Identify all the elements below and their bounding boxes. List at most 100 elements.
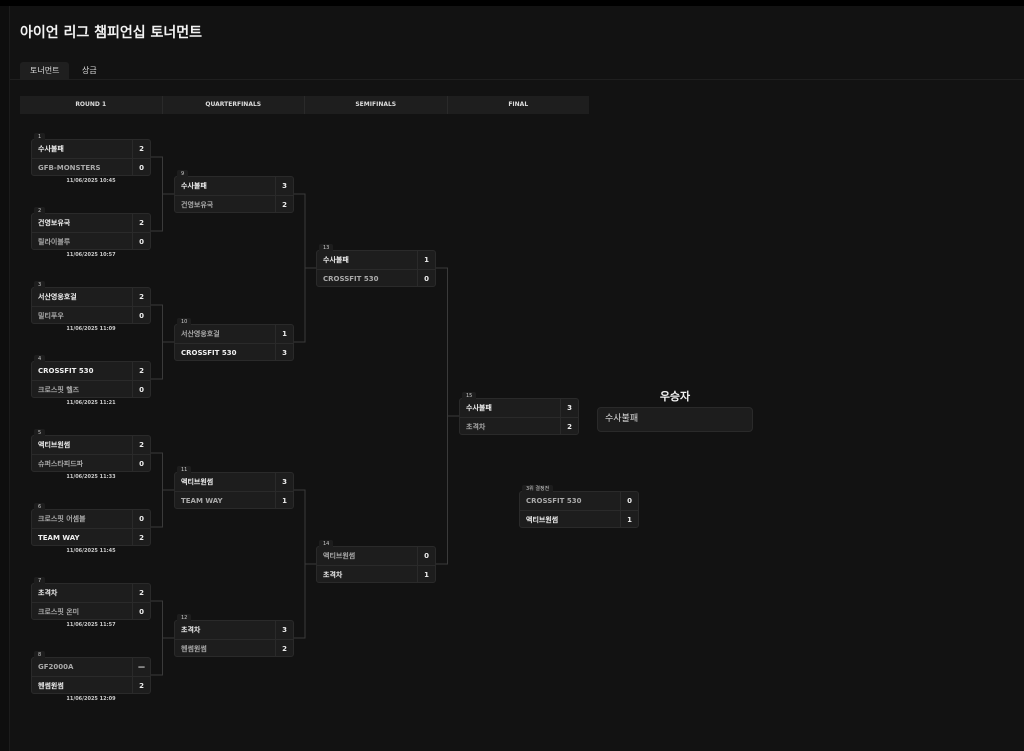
team-score: 0 <box>132 307 150 324</box>
match-date: 11/06/2025 10:57 <box>66 252 116 258</box>
team-row[interactable]: 액티브원썸 3 <box>175 473 293 491</box>
connector-line <box>151 156 163 232</box>
team-row[interactable]: 슈퍼스타피드파 0 <box>32 454 150 472</box>
team-score: 2 <box>275 196 293 213</box>
match-number: 14 <box>319 540 334 548</box>
team-row[interactable]: GF2000A — <box>32 658 150 676</box>
team-score: 0 <box>417 270 435 287</box>
team-score: 2 <box>560 418 578 435</box>
connector-line <box>151 304 163 380</box>
team-score: 3 <box>275 621 293 639</box>
team-name: 건영보유국 <box>38 219 71 227</box>
connector-line <box>151 452 163 528</box>
team-row[interactable]: 수사불패 3 <box>175 177 293 195</box>
tab-bar: 토너먼트 상금 <box>10 60 1024 80</box>
team-row[interactable]: 초격차 3 <box>175 621 293 639</box>
team-score: 1 <box>417 566 435 583</box>
match-number: 8 <box>34 651 46 659</box>
team-name: TEAM WAY <box>181 497 223 505</box>
team-score: 3 <box>275 473 293 491</box>
connector-line <box>294 193 306 343</box>
team-name: 액티브원썸 <box>181 478 214 486</box>
match-number: 5 <box>34 429 46 437</box>
team-name: 헨썸원썸 <box>38 682 64 690</box>
team-name: 크로스핏 온미 <box>38 608 80 616</box>
team-row[interactable]: 초격차 2 <box>460 417 578 435</box>
match-number: 9 <box>177 170 189 178</box>
match-number: 12 <box>177 614 192 622</box>
tab-tournament[interactable]: 토너먼트 <box>20 62 70 80</box>
winner-box: 수사불패 <box>597 407 753 432</box>
team-name: 슈퍼스타피드파 <box>38 460 84 468</box>
team-score: — <box>132 658 150 676</box>
team-name: 초격차 <box>466 423 486 431</box>
team-score: 1 <box>417 251 435 269</box>
match-number: 6 <box>34 503 46 511</box>
match-number: 2 <box>34 207 46 215</box>
tab-prize[interactable]: 상금 <box>82 66 97 75</box>
team-row[interactable]: 크로스핏 온미 0 <box>32 602 150 620</box>
team-score: 2 <box>132 288 150 306</box>
team-name: 수사불패 <box>38 145 64 153</box>
team-score: 0 <box>132 455 150 472</box>
team-name: CROSSFIT 530 <box>526 497 582 505</box>
connector-line <box>151 600 163 676</box>
round-header-semifinals: SEMIFINALS <box>305 96 448 114</box>
team-score: 3 <box>275 177 293 195</box>
team-score: 0 <box>132 603 150 620</box>
team-row[interactable]: 수사불패 2 <box>32 140 150 158</box>
team-score: 2 <box>132 584 150 602</box>
team-score: 3 <box>560 399 578 417</box>
team-name: 초격차 <box>181 626 201 634</box>
team-score: 2 <box>132 362 150 380</box>
team-score: 0 <box>132 510 150 528</box>
match-number: 1 <box>34 133 46 141</box>
team-row[interactable]: CROSSFIT 530 0 <box>317 269 435 287</box>
team-name: 수사불패 <box>181 182 207 190</box>
team-score: 2 <box>132 140 150 158</box>
team-name: CROSSFIT 530 <box>323 275 379 283</box>
round-header-final: FINAL <box>508 101 529 108</box>
team-name: GF2000A <box>38 663 74 671</box>
